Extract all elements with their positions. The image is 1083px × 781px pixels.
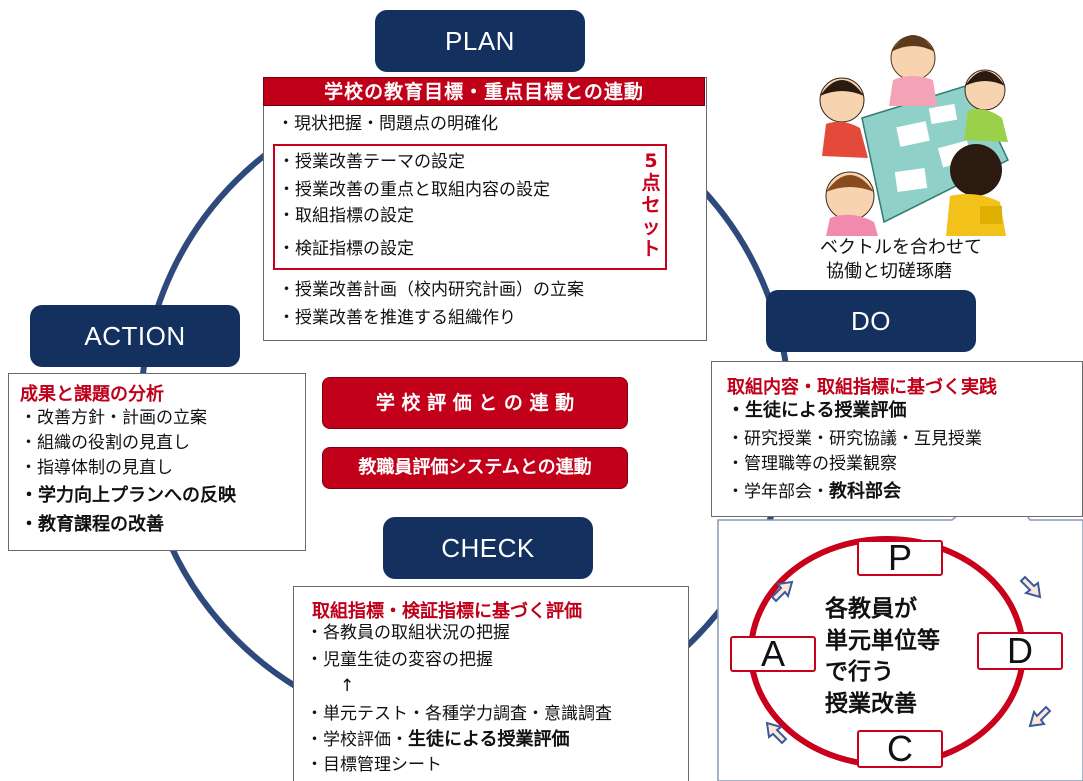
inner-cycle-line: で行う xyxy=(825,659,894,686)
check-item: ・目標管理シート xyxy=(306,755,442,775)
do-box xyxy=(711,361,1083,517)
plan-header: 学校の教育目標・重点目標との連動 xyxy=(263,77,705,106)
arrow-p-to-d-icon xyxy=(1019,575,1042,599)
plan-box xyxy=(263,77,707,341)
check-item: ・各教員の取組状況の把握 xyxy=(306,623,510,643)
plan-after-item: ・授業改善を推進する組織作り xyxy=(278,308,516,328)
illustration-caption-line1: ベクトルを合わせて xyxy=(820,237,982,258)
five-point-set-box xyxy=(273,144,667,270)
staff-evaluation-link-pill: 教職員評価システムとの連動 xyxy=(322,447,628,489)
plan-phase-label: PLAN xyxy=(375,10,585,72)
action-item: ・学力向上プランへの反映 xyxy=(20,485,236,506)
inner-cycle-p: P xyxy=(857,540,943,576)
plan-set-item: ・授業改善の重点と取組内容の設定 xyxy=(278,180,550,200)
action-item: ・改善方針・計画の立案 xyxy=(20,408,207,428)
set-label-char: 5 xyxy=(644,150,658,172)
check-item-part: ・学校評価・ xyxy=(306,730,408,750)
inner-cycle-arrows xyxy=(765,575,1052,745)
do-item: ・学年部会・教科部会 xyxy=(727,479,901,505)
check-box xyxy=(293,586,689,781)
plan-set-item: ・取組指標の設定 xyxy=(278,206,414,226)
inner-cycle-line: 授業改善 xyxy=(825,691,917,718)
check-item: ・学校評価・生徒による授業評価 xyxy=(306,727,569,753)
inner-cycle-d: D xyxy=(977,632,1063,670)
school-evaluation-link-pill: 学 校 評 価 と の 連 動 xyxy=(322,377,628,429)
set-label-char: セ xyxy=(641,194,661,216)
check-title: 取組指標・検証指標に基づく評価 xyxy=(312,601,582,622)
do-item: ・生徒による授業評価 xyxy=(727,400,907,421)
action-phase-label: ACTION xyxy=(30,305,240,367)
arrow-a-to-p-icon xyxy=(770,580,794,603)
five-point-set-label: 5 点 セ ッ ト xyxy=(640,150,662,260)
action-item: ・組織の役割の見直し xyxy=(20,433,190,453)
do-item-bold: 教科部会 xyxy=(829,481,901,502)
action-box xyxy=(8,373,306,551)
inner-cycle-line: 各教員が xyxy=(825,596,917,622)
arrow-d-to-c-icon xyxy=(1028,705,1052,728)
check-arrow: ↑ xyxy=(340,676,355,696)
check-item: ・単元テスト・各種学力調査・意識調査 xyxy=(306,704,612,724)
set-label-char: ッ xyxy=(641,216,661,238)
check-item: ・児童生徒の変容の把握 xyxy=(306,650,493,670)
action-title: 成果と課題の分析 xyxy=(20,384,164,405)
inner-cycle-a: A xyxy=(730,636,816,672)
do-title: 取組内容・取組指標に基づく実践 xyxy=(727,377,997,398)
do-item: ・管理職等の授業観察 xyxy=(727,454,897,474)
set-label-char: 点 xyxy=(641,172,661,194)
illustration-caption-line2: 協働と切磋琢磨 xyxy=(826,261,952,282)
do-item-part: ・学年部会・ xyxy=(727,482,829,502)
plan-after-item: ・授業改善計画（校内研究計画）の立案 xyxy=(278,280,584,300)
inner-cycle-line: 単元単位等 xyxy=(825,627,940,654)
action-item: ・指導体制の見直し xyxy=(20,458,173,478)
set-label-char: ト xyxy=(641,238,661,260)
teachers-meeting-illustration xyxy=(819,35,1009,236)
action-item: ・教育課程の改善 xyxy=(20,514,164,535)
do-item: ・研究授業・研究協議・互見授業 xyxy=(727,429,982,449)
do-phase-label: DO xyxy=(766,290,976,352)
plan-set-item: ・検証指標の設定 xyxy=(278,239,414,259)
inner-cycle-c: C xyxy=(857,730,943,768)
plan-first-item: ・現状把握・問題点の明確化 xyxy=(277,114,498,134)
check-phase-label: CHECK xyxy=(383,517,593,579)
arrow-c-to-a-icon xyxy=(765,721,788,745)
plan-set-item: ・授業改善テーマの設定 xyxy=(278,152,465,172)
inner-cycle-text: 各教員が 単元単位等 で行う 授業改善 xyxy=(825,594,940,721)
check-item-bold: 生徒による授業評価 xyxy=(408,729,570,750)
